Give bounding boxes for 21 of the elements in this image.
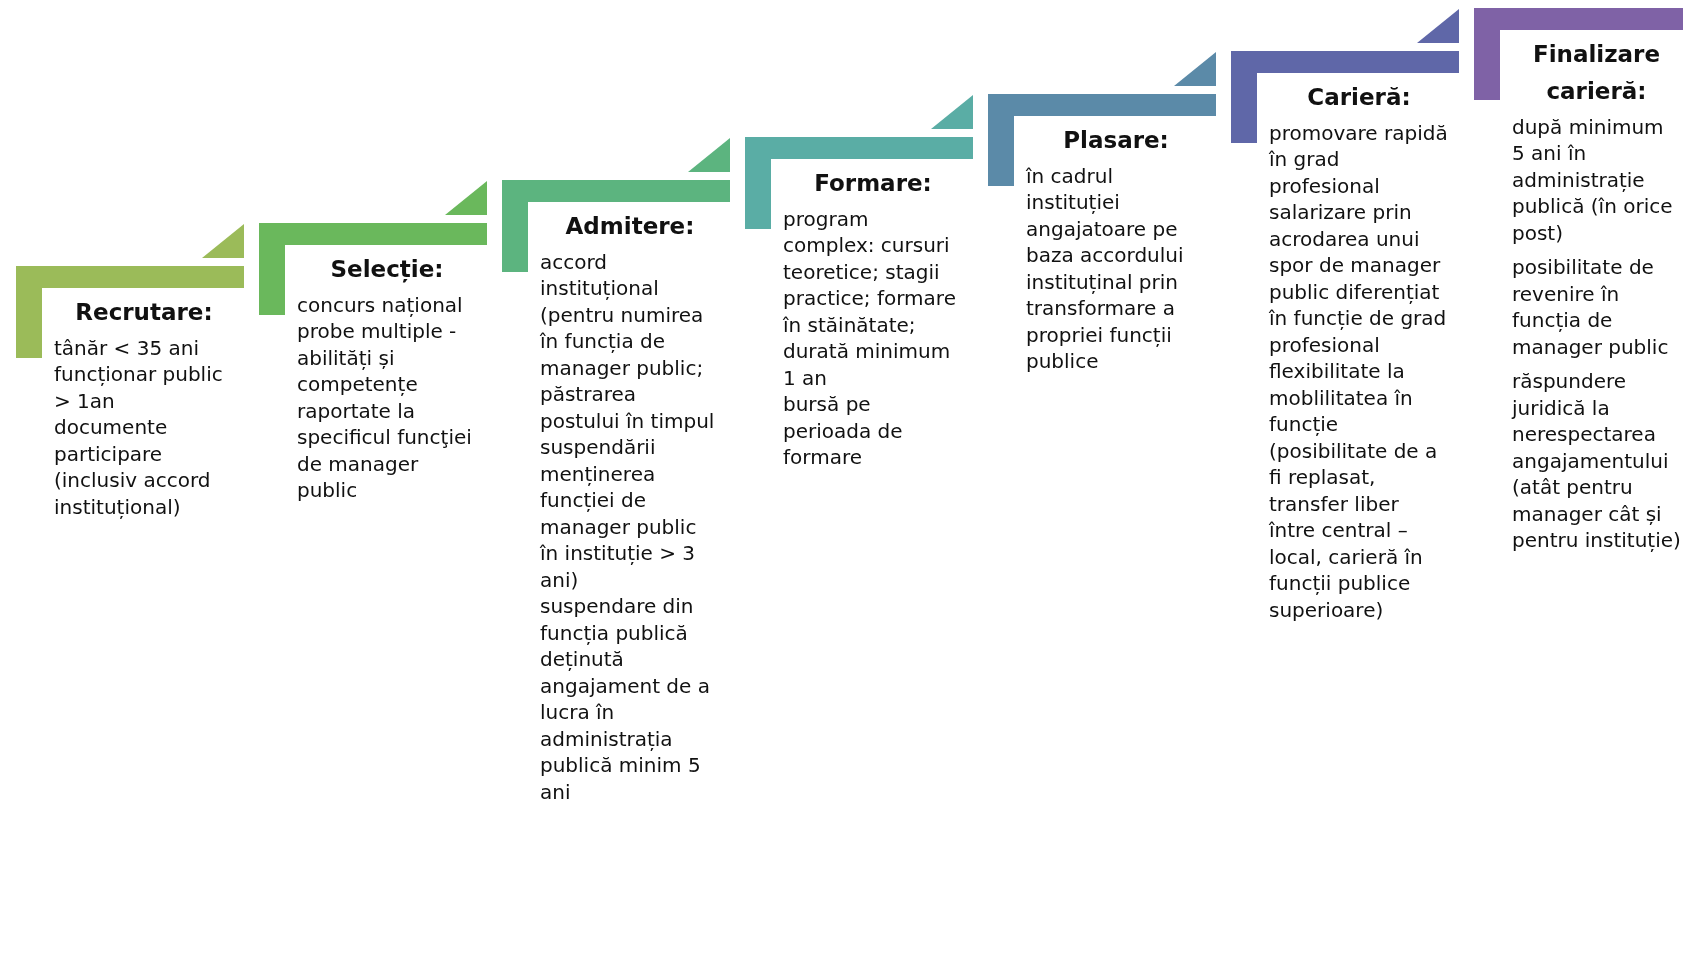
step-description: angajament de a lucra în administrația publică minim 5 ani — [540, 672, 711, 806]
step-title: Formare: — [813, 169, 933, 198]
step-title: Carieră: — [1306, 83, 1412, 112]
step-description: flexibilitate la moblilitatea în funcție (posibilitate de a fi replasat, transfer liber între central – local, carieră în funcții publice superioare) — [1269, 358, 1439, 624]
step-title: Admitere: — [564, 212, 696, 241]
step-description: în cadrul instituției angajatoare pe baza accordului instituținal prin transformare a propriei funcții publice — [1026, 162, 1185, 375]
step-description: posibilitate de revenire în funcția de manager public — [1512, 254, 1670, 361]
step-description: concurs național — [297, 291, 464, 319]
step-title: Plasare: — [1062, 126, 1170, 155]
step-description: program complex: cursuri teoretice; stagii practice; formare în stăinătate; — [783, 205, 957, 339]
step-description: bursă pe perioada de formare — [783, 391, 904, 471]
step-description: după minimum 5 ani în administrație publică (în orice post) — [1512, 113, 1674, 247]
step-description: probe multiple - abilități și competențe raportate la specificul funcţiei de manager public — [297, 318, 473, 504]
step-title: Recrutare: — [74, 298, 214, 327]
step-title: Finalizare carieră: — [1531, 40, 1662, 106]
step-description: menținerea funcției de manager public în instituție > 3 ani) — [540, 460, 698, 594]
step-description: documente participare (inclusiv accord instituțional) — [54, 414, 212, 521]
step-description: tânăr < 35 ani — [54, 334, 201, 362]
step-description: accord instituțional (pentru numirea în funcția de manager public; — [540, 248, 705, 382]
step-description: răspundere juridică la nerespectarea angajamentului (atât pentru manager cât și pentru instituție) — [1512, 368, 1681, 554]
step-title: Selecție: — [329, 255, 445, 285]
